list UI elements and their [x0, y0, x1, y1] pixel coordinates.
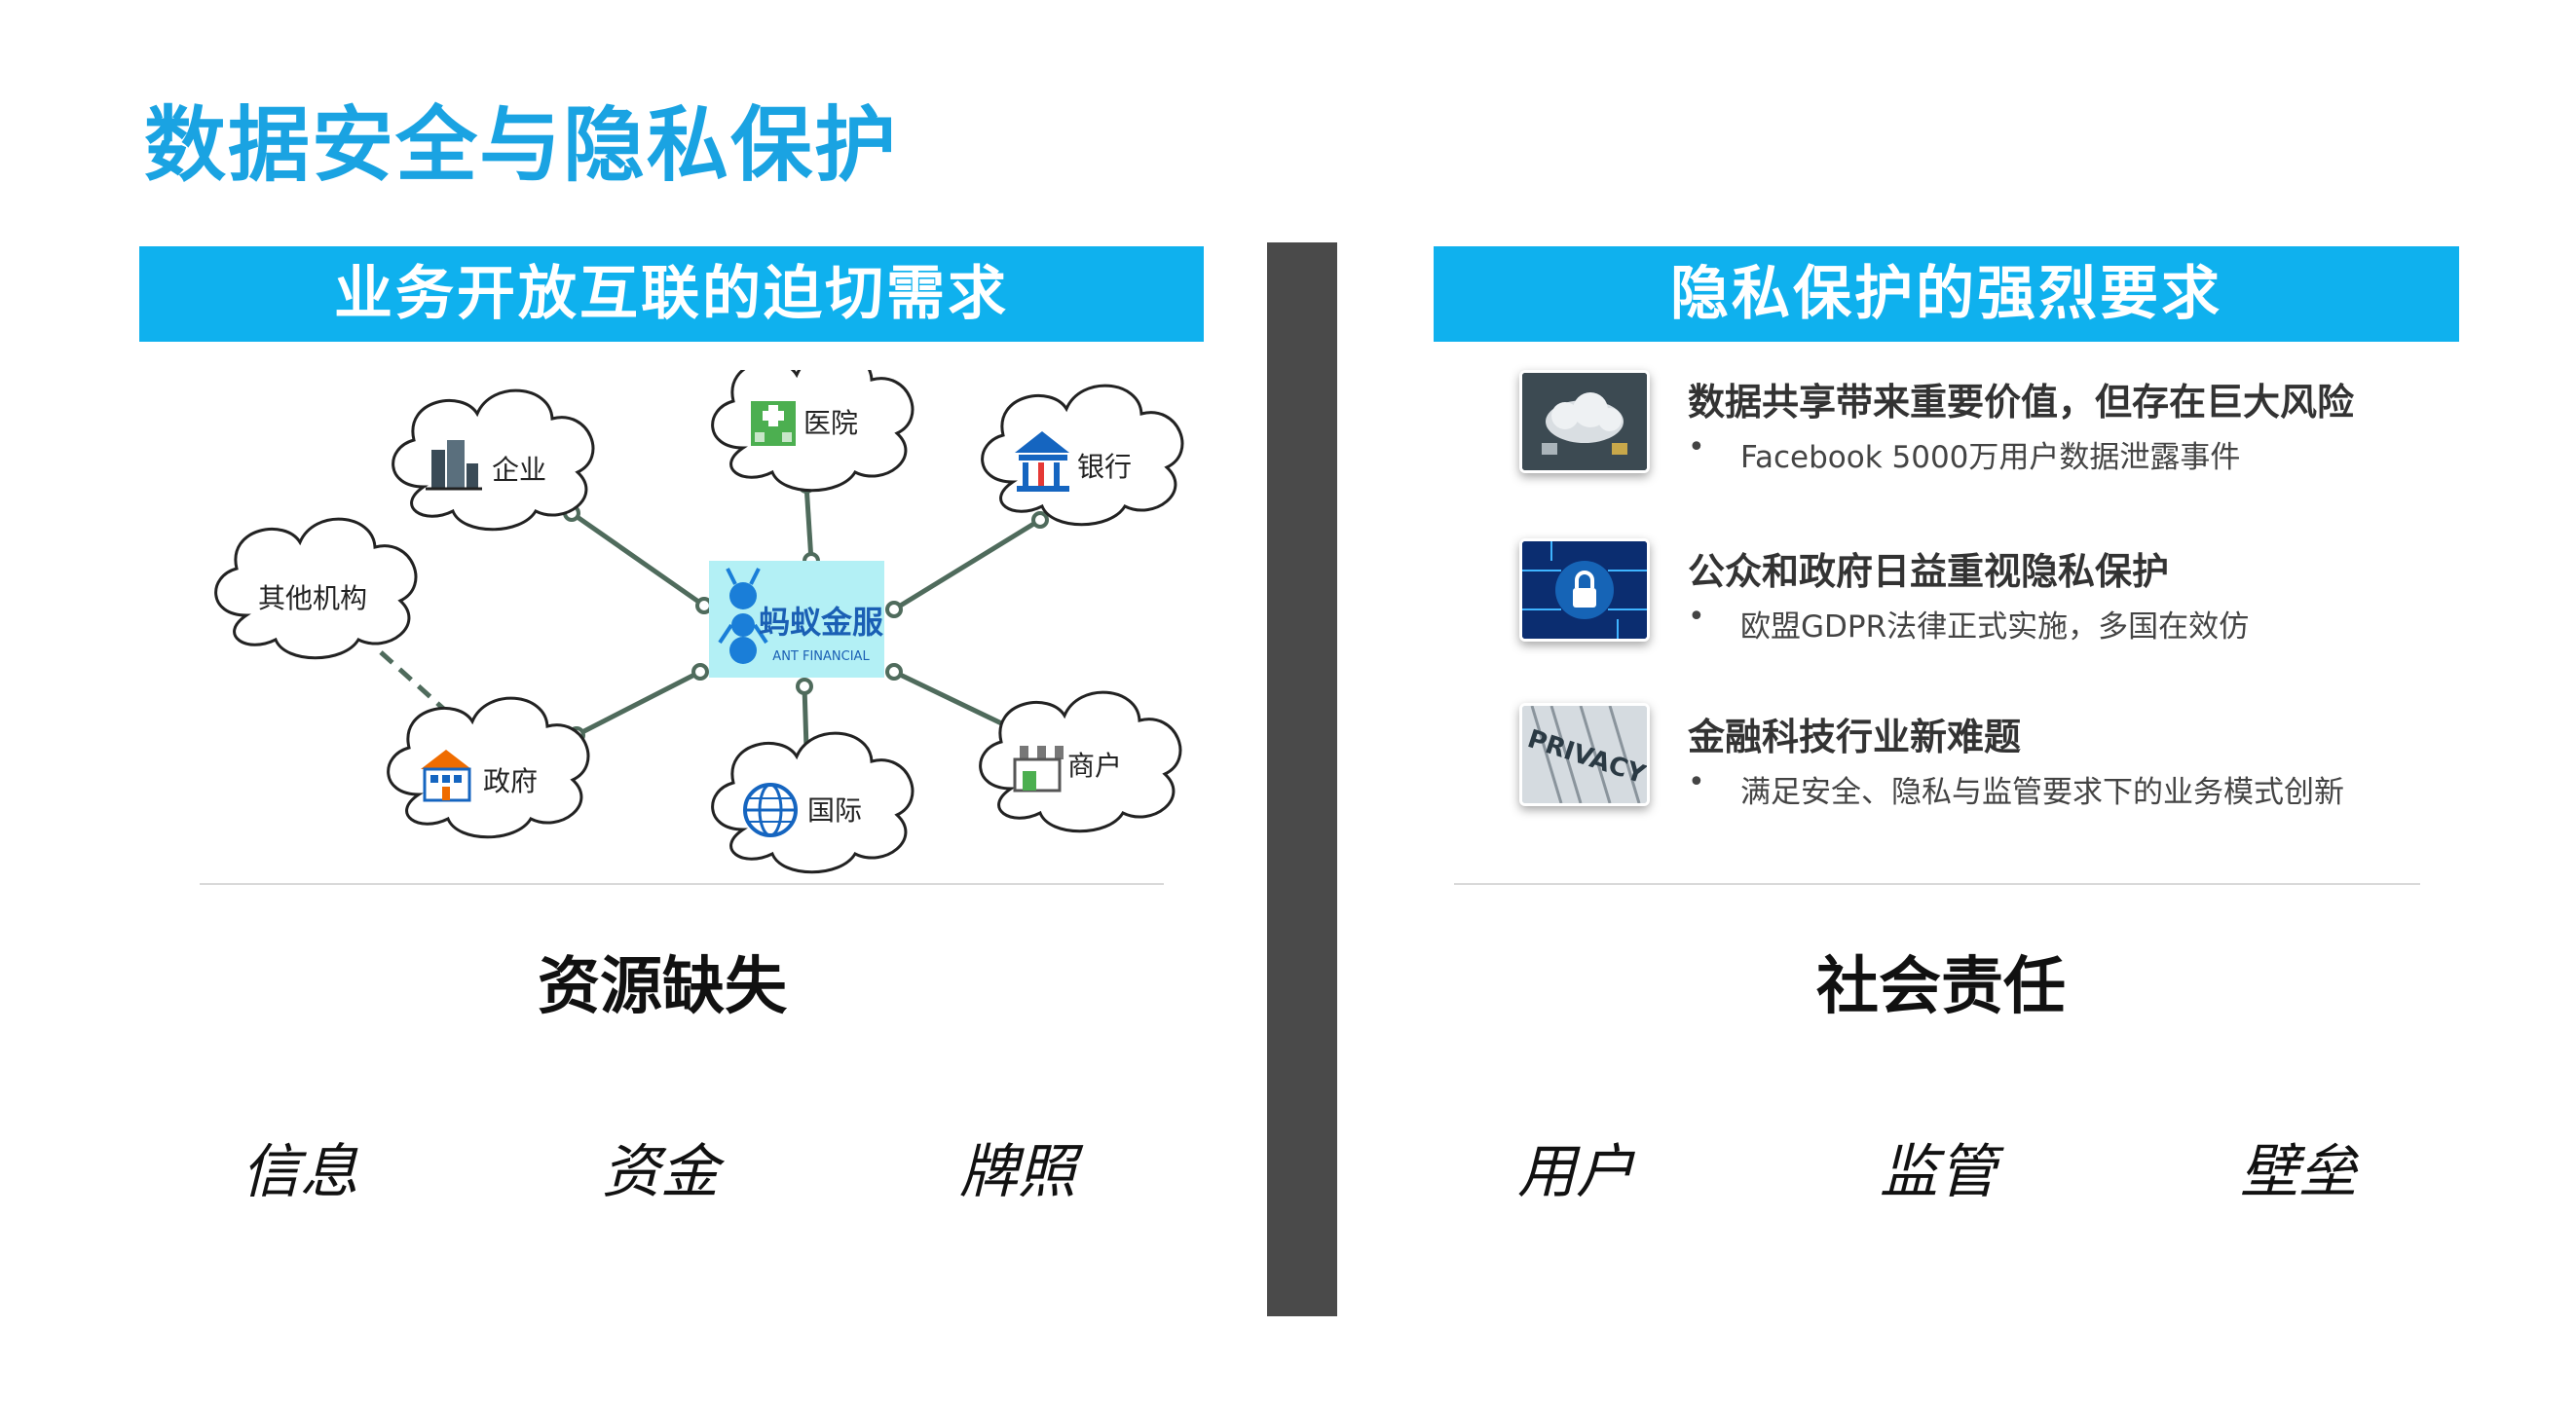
item-title-2: 公众和政府日益重视隐私保护 [1688, 550, 2170, 593]
node-hospital: 医院 [711, 370, 915, 493]
item-thumbnail-data-sharing [1519, 370, 1650, 473]
storefront-icon [1011, 746, 1064, 793]
left-keyword-3: 牌照 [959, 1138, 1076, 1206]
node-government: 政府 [387, 696, 590, 839]
center-divider-bar [1267, 242, 1337, 1316]
ant-logo-icon [718, 568, 768, 664]
hospital-icon [751, 401, 796, 446]
right-keyword-1: 用户 [1517, 1138, 1634, 1206]
globe-icon [743, 783, 798, 837]
node-label-international: 国际 [807, 794, 862, 827]
network-diagram: 蚂蚁金服 ANT FINANCIAL 企业 医院 [214, 370, 1184, 874]
right-keyword-3: 壁垒 [2240, 1138, 2357, 1206]
item-thumbnail-privacy-text: PRIVACY [1519, 703, 1650, 806]
privacy-word-icon: PRIVACY [1522, 706, 1647, 803]
node-label-hospital: 医院 [803, 407, 858, 439]
left-rule [200, 883, 1164, 885]
node-other: 其他机构 [214, 517, 418, 660]
right-rule [1454, 883, 2420, 885]
left-section-heading: 资源缺失 [538, 951, 787, 1023]
node-label-enterprise: 企业 [492, 454, 546, 486]
right-keyword-2: 监管 [1880, 1138, 1997, 1206]
node-merchant: 商户 [979, 690, 1182, 833]
left-keyword-2: 资金 [602, 1138, 719, 1206]
connector-lines [570, 484, 1042, 780]
building-icon [426, 440, 482, 491]
node-label-other: 其他机构 [258, 582, 367, 614]
page-title: 数据安全与隐私保护 [144, 97, 899, 193]
item-bullet-1: Facebook 5000万用户数据泄露事件 [1740, 440, 2241, 475]
item-bullet-3: 满足安全、隐私与监管要求下的业务模式创新 [1740, 775, 2344, 810]
node-label-government: 政府 [483, 765, 538, 797]
bullet-dot-3: • [1688, 765, 1705, 799]
lock-circuit-icon [1522, 541, 1647, 639]
node-enterprise: 企业 [392, 388, 595, 532]
node-label-bank: 银行 [1077, 451, 1132, 483]
item-bullet-2: 欧盟GDPR法律正式实施，多国在效仿 [1740, 609, 2250, 645]
bank-icon [1015, 431, 1069, 492]
item-thumbnail-privacy-lock [1519, 538, 1650, 642]
right-section-heading: 社会责任 [1816, 951, 2066, 1023]
center-logo-text: 蚂蚁金服 [759, 604, 883, 641]
bullet-dot-1: • [1688, 430, 1705, 464]
right-banner: 隐私保护的强烈要求 [1434, 246, 2459, 342]
cloud-network-icon [1522, 373, 1647, 470]
center-node: 蚂蚁金服 ANT FINANCIAL [709, 561, 884, 678]
item-title-3: 金融科技行业新难题 [1688, 716, 2022, 758]
bullet-dot-2: • [1688, 600, 1705, 634]
node-label-merchant: 商户 [1067, 750, 1122, 782]
government-building-icon [421, 750, 471, 802]
node-bank: 银行 [981, 384, 1184, 527]
item-title-1: 数据共享带来重要价值，但存在巨大风险 [1688, 381, 2355, 424]
node-international: 国际 [711, 731, 915, 874]
left-keyword-1: 信息 [242, 1138, 358, 1206]
center-logo-subtext: ANT FINANCIAL [772, 649, 870, 664]
left-banner: 业务开放互联的迫切需求 [139, 246, 1204, 342]
